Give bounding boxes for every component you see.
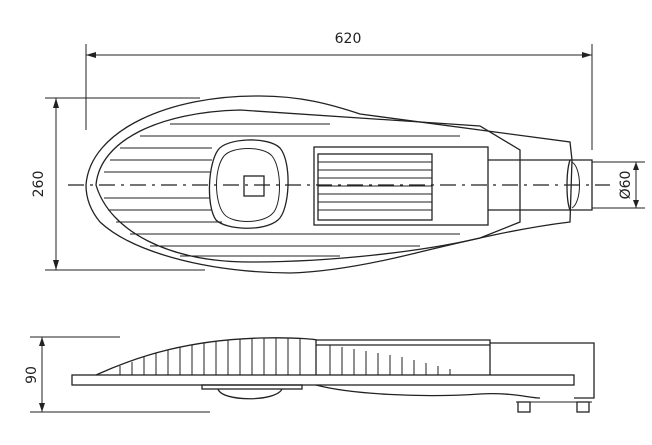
- top-cover: [95, 337, 318, 376]
- cover-fins: [119, 338, 301, 375]
- dim-length-label: 620: [335, 31, 362, 47]
- lens-housing: [208, 139, 289, 229]
- dim-pipe-label: Ø60: [618, 171, 634, 200]
- lens-frame: [201, 384, 303, 390]
- lens-center: [243, 175, 265, 197]
- lens-inner: [216, 148, 280, 222]
- reflector-outline: [95, 109, 521, 263]
- dimension-pipe: Ø60: [592, 161, 645, 209]
- dim-width-label: 260: [31, 171, 47, 198]
- top-view: 620 260: [31, 31, 645, 274]
- dimension-width: 260: [31, 97, 205, 271]
- driver-block: [316, 339, 491, 375]
- bolt-right: [576, 401, 590, 413]
- base-plate: [71, 374, 575, 386]
- side-view: 90: [24, 336, 595, 413]
- driver-fins: [329, 345, 451, 375]
- dimension-height: 90: [24, 336, 210, 413]
- cooling-fins: [104, 123, 460, 257]
- dimension-length: 620: [85, 31, 593, 150]
- driver-box: [313, 146, 489, 226]
- dim-height-label: 90: [24, 366, 40, 384]
- lens-dome: [217, 388, 283, 400]
- bolt-left: [517, 401, 531, 413]
- rear-housing: [490, 342, 595, 399]
- pipe-holder: [488, 159, 571, 211]
